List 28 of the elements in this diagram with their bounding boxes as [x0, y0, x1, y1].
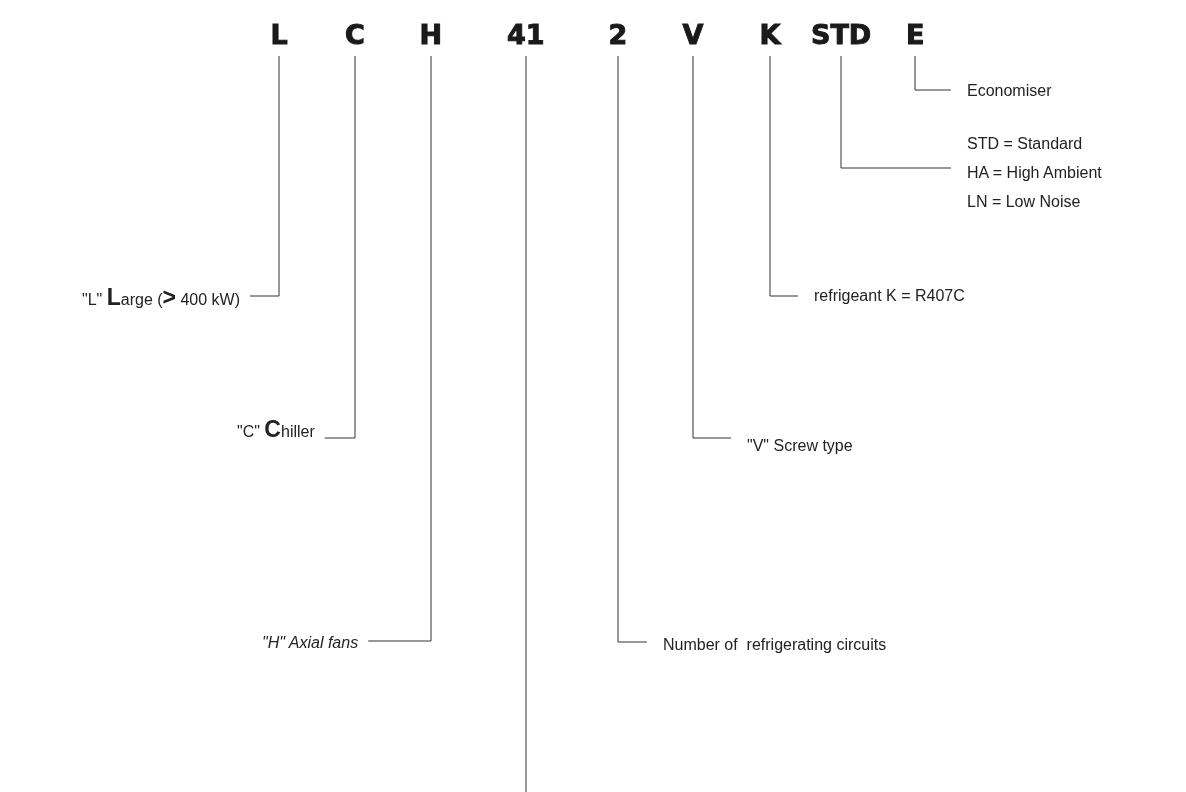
leader-line — [617, 55, 648, 643]
leader-line — [840, 55, 952, 169]
leader-line — [249, 55, 280, 297]
code-letter: L — [270, 20, 288, 50]
code-letter: V — [682, 20, 704, 50]
description-text: "L" Large (> 400 kW) — [82, 286, 240, 310]
description-text: "C" Chiller — [237, 418, 315, 442]
leader-line — [525, 55, 527, 792]
option-text: STD = Standard — [967, 133, 1084, 154]
description-text: Number of refrigerating circuits — [663, 635, 887, 655]
description-text: refrigeant K = R407C — [814, 286, 965, 306]
code-letter: C — [345, 20, 365, 50]
description-text: "H" Axial fans — [262, 633, 359, 653]
leader-line — [692, 55, 732, 439]
option-text: LN = Low Noise — [967, 191, 1082, 212]
leader-line — [324, 55, 356, 439]
leader-line — [367, 55, 432, 642]
description-text: "V" Screw type — [747, 436, 853, 456]
code-letter: 41 — [507, 20, 545, 50]
option-text: HA = High Ambient — [967, 162, 1102, 183]
code-letter: E — [906, 20, 925, 50]
code-letter: STD — [811, 20, 872, 50]
code-letter: 2 — [608, 20, 628, 50]
code-letter: H — [419, 20, 443, 50]
code-letter: K — [759, 20, 781, 50]
leader-line — [769, 55, 799, 297]
leader-line — [914, 55, 952, 91]
description-text: Economiser — [967, 81, 1052, 101]
